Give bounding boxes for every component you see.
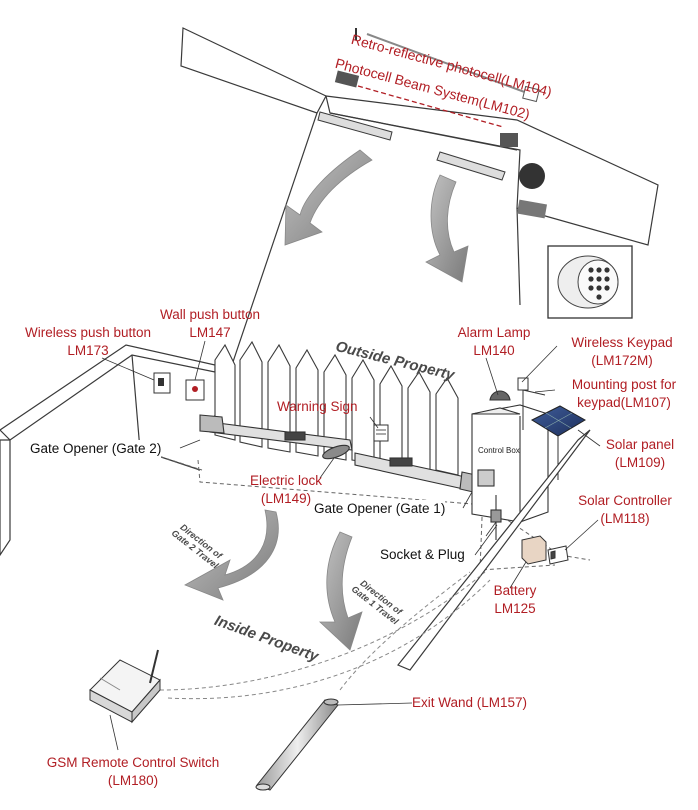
label-solar-controller-line1: Solar Controller [578,493,672,508]
inside-travel-arrows [184,509,363,651]
label-solar-controller-line2: (LM118) [600,511,650,526]
label-mounting-post-line1: Mounting post for [571,377,677,392]
label-electric-lock-line2: (LM149) [260,491,312,506]
label-electric-lock: Electric lock (LM149) [238,472,334,508]
label-electric-lock-line1: Electric lock [249,473,322,488]
label-warning-sign: Warning Sign [277,399,358,414]
label-gate-opener-1: Gate Opener (Gate 1) [314,500,446,518]
label-mounting-post-line2: keypad(LM107) [577,395,671,410]
label-battery-line2: LM125 [494,601,536,616]
label-gate-opener-2: Gate Opener (Gate 2) [30,440,162,458]
label-wireless-push-button-line2: LM173 [67,343,109,358]
label-solar-controller: Solar Controller (LM118) [560,492,690,528]
photocell-units [334,28,548,219]
exit-wand-drawing [255,698,339,791]
right-wall [397,429,591,671]
battery-controller-drawing [521,535,569,565]
label-gsm-remote-line2: (LM180) [107,773,159,788]
label-wireless-keypad-line2: (LM172M) [591,353,653,368]
label-exit-wand: Exit Wand (LM157) [412,695,528,710]
control-box-drawing [471,390,549,540]
label-wireless-push-button-line1: Wireless push button [24,325,152,340]
gate-opener-arms [199,414,486,495]
label-battery: Battery LM125 [480,582,550,618]
label-wall-push-button: Wall push button LM147 [150,306,270,342]
label-wireless-keypad: Wireless Keypad (LM172M) [552,334,692,370]
label-wireless-keypad-line1: Wireless Keypad [571,335,673,350]
keypad-magnified [547,245,633,319]
label-alarm-lamp: Alarm Lamp LM140 [449,324,539,360]
outside-travel-arrows [284,149,469,283]
label-wireless-push-button: Wireless push button LM173 [8,324,168,360]
label-solar-panel-line1: Solar panel [605,437,675,452]
label-wall-push-button-line1: Wall push button [159,307,261,322]
label-gsm-remote-line1: GSM Remote Control Switch [46,755,220,770]
top-gate-arms [317,111,506,181]
label-solar-panel-line2: (LM109) [614,455,666,470]
warning-sign-plate [373,424,389,442]
label-battery-line1: Battery [493,583,537,598]
label-mounting-post: Mounting post for keypad(LM107) [556,376,692,412]
label-control-box: Control Box [478,446,520,455]
gsm-device-drawing [89,649,161,724]
picket-fence [214,340,459,476]
label-alarm-lamp-line1: Alarm Lamp [457,325,531,340]
label-wall-push-button-line2: LM147 [189,325,231,340]
label-alarm-lamp-line2: LM140 [473,343,515,358]
label-socket-plug: Socket & Plug [380,546,465,564]
wiring-dashes [159,571,491,700]
leader-lines [101,340,601,751]
wall-buttons [153,372,205,401]
mounting-post-drawing [517,377,546,430]
label-gsm-remote: GSM Remote Control Switch (LM180) [20,754,246,790]
label-solar-panel: Solar panel (LM109) [592,436,688,472]
